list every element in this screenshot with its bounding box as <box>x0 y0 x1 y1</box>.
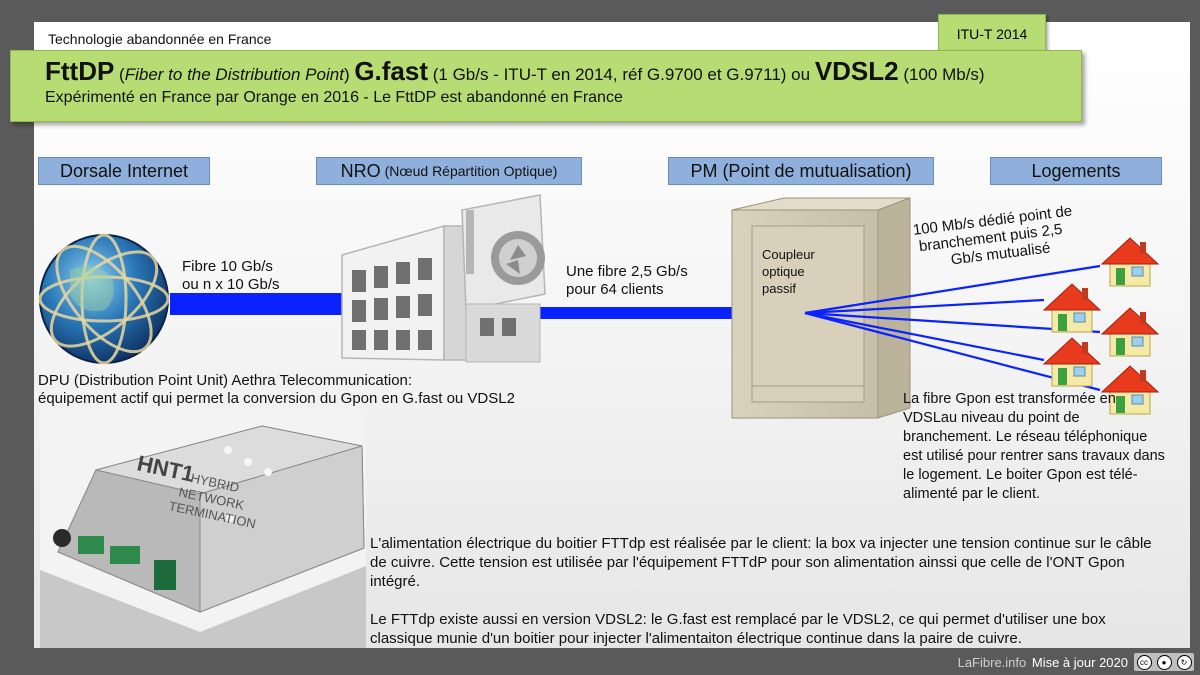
globe-icon <box>38 233 170 365</box>
header-dorsale: Dorsale Internet <box>38 157 210 185</box>
banner-text-a: ( <box>114 65 125 84</box>
banner-title: FttDP (Fiber to the Distribution Point) … <box>45 57 1081 89</box>
banner-text-d: (100 Mb/s) <box>898 65 985 84</box>
header-pm-label: PM (Point de mutualisation) <box>690 160 912 181</box>
paragraph-vdsl2: Le FTTdp existe aussi en version VDSL2: … <box>370 611 1106 647</box>
coupleur-line3: passif <box>762 281 796 296</box>
dpu-line2: équipement actif qui permet la conversio… <box>38 390 515 407</box>
dpu-line1: DPU (Distribution Point Unit) Aethra Tel… <box>38 372 413 389</box>
banner-fttdp: FttDP <box>45 56 115 86</box>
header-logements-label: Logements <box>1031 160 1121 181</box>
by-icon: ● <box>1156 654 1172 670</box>
banner-fttdp-expansion: Fiber to the Distribution Point <box>124 65 344 84</box>
banner-subtitle: Expérimenté en France par Orange en 2016… <box>45 89 623 106</box>
house-icon <box>1043 337 1101 387</box>
itu-badge-label: ITU-T 2014 <box>956 26 1028 42</box>
header-dorsale-label: Dorsale Internet <box>59 160 189 181</box>
house-icon <box>1101 237 1159 287</box>
paragraph-alimentation: L'alimentation électrique du boitier FTT… <box>370 535 1152 590</box>
fibre10-line2: ou n x 10 Gb/s <box>182 276 280 293</box>
cc-icon: cc <box>1136 654 1152 670</box>
title-banner: FttDP (Fiber to the Distribution Point) … <box>10 50 1082 122</box>
banner-text-b: ) <box>343 65 355 84</box>
coupleur-label: Coupleur optique passif <box>762 246 815 297</box>
footer-update: Mise à jour 2020 <box>1031 655 1128 670</box>
fibre10-label: Fibre 10 Gb/s ou n x 10 Gb/s <box>182 258 280 294</box>
distribution-lines <box>804 264 1101 392</box>
header-pm: PM (Point de mutualisation) <box>668 157 934 185</box>
fibre10-line1: Fibre 10 Gb/s <box>182 258 273 275</box>
fibre-link-backbone <box>170 293 346 315</box>
header-nro-label: NRO <box>340 160 381 181</box>
cc-license-badge[interactable]: cc●↻ <box>1134 653 1194 671</box>
header-logements: Logements <box>990 157 1162 185</box>
fibre-link-pm <box>538 307 738 319</box>
dpu-label: DPU (Distribution Point Unit) Aethra Tel… <box>38 372 515 408</box>
header-nro-sublabel: (Nœud Répartition Optique) <box>384 163 558 179</box>
fibre25-line1: Une fibre 2,5 Gb/s <box>566 263 688 280</box>
itu-badge: ITU-T 2014 <box>938 14 1046 56</box>
top-note: Technologie abandonnée en France <box>48 31 272 47</box>
dpu-device-photo: HNT1 HYBRID NETWORK TERMINATION <box>40 410 366 648</box>
footer-site[interactable]: LaFibre.info <box>957 655 1027 670</box>
banner-text-c: (1 Gb/s - ITU-T en 2014, réf G.9700 et G… <box>428 65 815 84</box>
share-icon: ↻ <box>1176 654 1192 670</box>
fibre25-line2: pour 64 clients <box>566 281 664 298</box>
fibre25-label: Une fibre 2,5 Gb/s pour 64 clients <box>566 263 688 299</box>
banner-gfast: G.fast <box>354 56 429 86</box>
coupleur-line2: optique <box>762 264 805 279</box>
datacenter-building-icon <box>341 194 546 363</box>
gpon-explanation: La fibre Gpon est transformée en VDSLau … <box>903 391 1165 502</box>
footer: LaFibre.info Mise à jour 2020 <box>958 655 1128 670</box>
header-nro: NRO(Nœud Répartition Optique) <box>316 157 582 185</box>
house-icon <box>1101 307 1159 357</box>
coupleur-line1: Coupleur <box>762 247 815 262</box>
banner-vdsl2: VDSL2 <box>814 56 899 86</box>
house-icon <box>1043 283 1101 333</box>
